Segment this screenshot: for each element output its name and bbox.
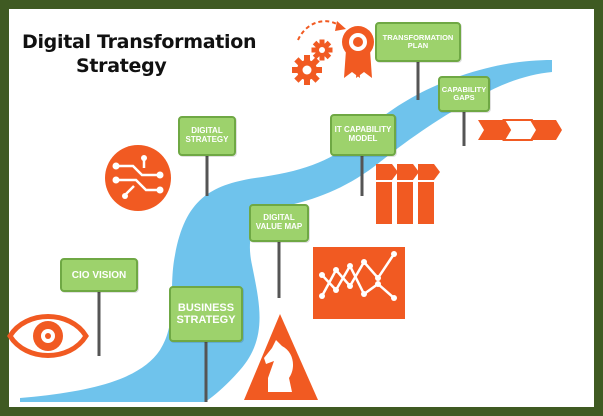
gears-icon bbox=[292, 20, 346, 85]
eye-icon bbox=[7, 314, 89, 358]
title-line-2: Strategy bbox=[76, 55, 167, 77]
sign-capability-gaps: CAPABILITY GAPS bbox=[438, 76, 490, 112]
sign-transformation-plan: TRANSFORMATION PLAN bbox=[375, 22, 461, 62]
arrow-chain-icon bbox=[478, 119, 562, 141]
chess-knight-icon bbox=[244, 314, 318, 400]
title-line-1: Digital Transformation bbox=[22, 31, 257, 53]
sign-business-strategy: BUSINESS STRATEGY bbox=[169, 286, 243, 342]
sign-posts bbox=[97, 60, 466, 402]
sign-it-capability-model: IT CAPABILITY MODEL bbox=[330, 114, 396, 156]
award-ribbon-icon bbox=[342, 26, 374, 78]
diagram-title: Digital Transformation Strategy bbox=[22, 30, 257, 78]
circuit-icon bbox=[105, 145, 171, 211]
sign-digital-strategy: DIGITAL STRATEGY bbox=[178, 116, 236, 156]
sign-digital-value-map: DIGITAL VALUE MAP bbox=[249, 204, 309, 242]
columns-icon bbox=[376, 164, 440, 224]
sign-cio-vision: CIO VISION bbox=[60, 258, 138, 292]
line-chart-icon bbox=[313, 247, 405, 319]
